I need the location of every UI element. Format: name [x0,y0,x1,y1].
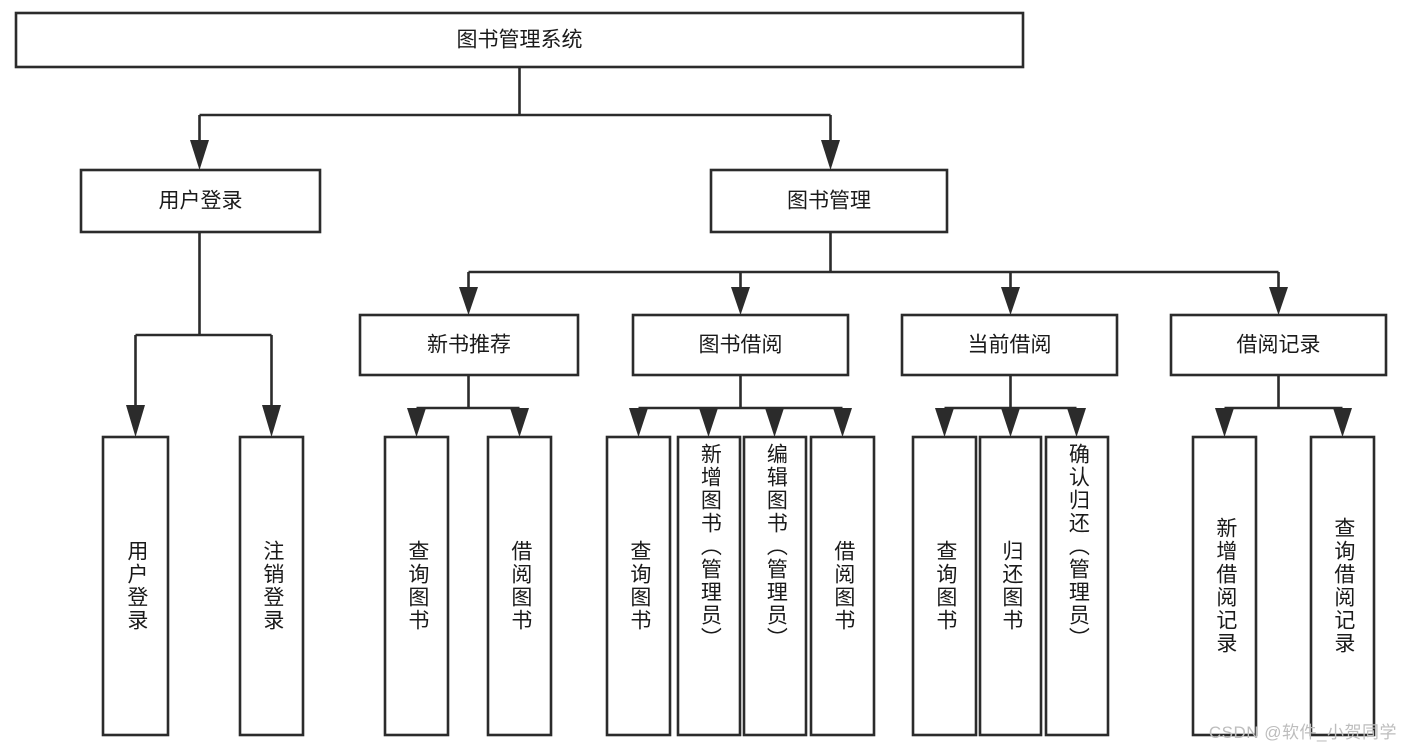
node-borrow-record-box[interactable] [1169,313,1388,377]
leaf-box-book-borrow-1[interactable] [605,435,672,737]
node-borrow-record-label: 借阅记录 [1237,334,1321,357]
leaf-box-book-borrow-3[interactable] [742,435,808,737]
node-root-label: 图书管理系统 [457,29,583,52]
connector-group-new-book-recommend [407,375,529,437]
leaf-box-borrow-record-1[interactable] [1191,435,1258,737]
arrow-head-borrow-record [1269,287,1288,315]
node-new-book-recommend-box[interactable] [358,313,580,377]
leaf-box-current-borrow-2[interactable] [978,435,1043,737]
arrow-head-leaf-book-borrow-3 [765,408,784,437]
arrow-head-leaf-book-borrow-1 [629,408,648,437]
arrow-head-leaf-user-login-1 [126,405,145,437]
arrow-head-leaf-current-borrow-1 [935,408,954,437]
node-book-borrow-label: 图书借阅 [699,334,783,357]
arrow-head-leaf-current-borrow-2 [1001,408,1020,437]
leaf-box-new-book-1[interactable] [383,435,450,737]
connector-group-current-borrow [935,375,1086,437]
arrow-head-new-book-recommend [459,287,478,315]
arrow-head-user-login [190,140,209,170]
arrow-head-book-manage [821,140,840,170]
arrow-head-leaf-borrow-record-2 [1333,408,1352,437]
arrow-head-leaf-new-book-2 [510,408,529,437]
node-new-book-recommend-label: 新书推荐 [427,334,511,357]
node-book-borrow-box[interactable] [631,313,850,377]
connector-group-borrow-record [1215,375,1352,437]
node-user-login-box[interactable] [79,168,322,234]
arrow-head-leaf-book-borrow-4 [833,408,852,437]
leaf-box-book-borrow-4[interactable] [809,435,876,737]
connector-group-book-manage [459,232,1288,315]
leaf-box-new-book-2[interactable] [486,435,553,737]
node-book-manage-label: 图书管理 [787,190,871,213]
leaf-box-user-login-2[interactable] [238,435,305,737]
connector-group-root [190,67,840,170]
arrow-head-book-borrow [731,287,750,315]
arrow-head-leaf-book-borrow-2 [699,408,718,437]
arrow-head-leaf-user-login-2 [262,405,281,437]
node-current-borrow-box[interactable] [900,313,1119,377]
connector-group-user-login [126,232,281,437]
node-root-box[interactable] [14,11,1025,69]
leaf-box-current-borrow-1[interactable] [911,435,978,737]
arrow-head-leaf-new-book-1 [407,408,426,437]
connector-group-book-borrow [629,375,852,437]
arrow-head-current-borrow [1001,287,1020,315]
arrow-head-leaf-current-borrow-3 [1067,408,1086,437]
leaf-box-book-borrow-2[interactable] [676,435,742,737]
node-current-borrow-label: 当前借阅 [968,334,1052,357]
leaf-box-current-borrow-3[interactable] [1044,435,1110,737]
node-book-manage-box[interactable] [709,168,949,234]
leaf-box-user-login-1[interactable] [101,435,170,737]
node-user-login-label: 用户登录 [159,190,243,213]
leaf-box-borrow-record-2[interactable] [1309,435,1376,737]
arrow-head-leaf-borrow-record-1 [1215,408,1234,437]
